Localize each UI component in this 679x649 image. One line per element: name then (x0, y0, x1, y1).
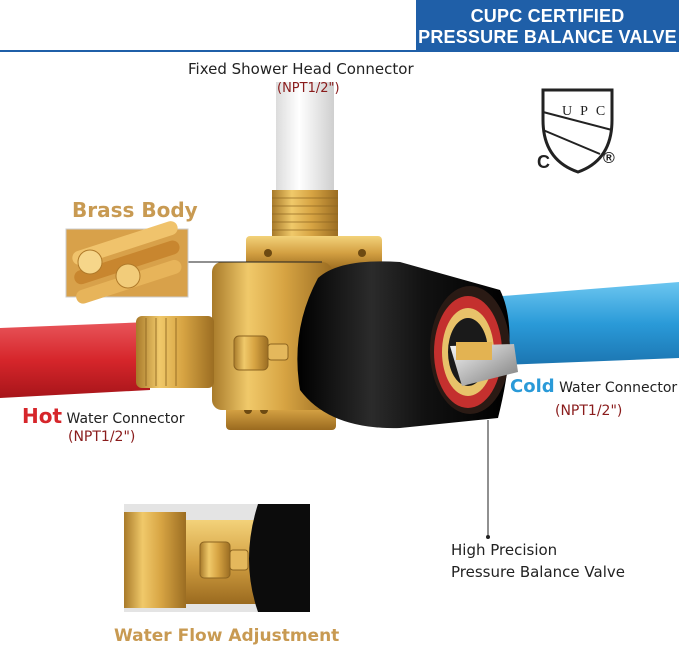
brass-body-title: Brass Body (72, 198, 198, 222)
cold-pipe (478, 282, 679, 366)
cold-word: Cold (510, 376, 555, 397)
hot-connector (136, 316, 214, 388)
banner-underline (0, 50, 679, 52)
hot-connector-label: Hot Water Connector (22, 404, 185, 428)
upc-seal-letters: UPC (562, 104, 614, 119)
shower-head-npt: (NPT1/2") (277, 81, 340, 96)
certification-banner (416, 0, 679, 50)
c-mark: C (537, 152, 550, 172)
hot-word: Hot (22, 404, 63, 428)
upc-shield-icon (541, 88, 614, 174)
cold-npt: (NPT1/2") (555, 403, 623, 419)
cold-rest: Water Connector (559, 380, 678, 396)
shower-pipe (276, 82, 334, 197)
precision-label-line2: Pressure Balance Valve (451, 563, 625, 581)
hot-rest: Water Connector (66, 411, 185, 427)
flow-adjustment-title: Water Flow Adjustment (114, 626, 340, 646)
cold-connector-label: Cold Water Connector (510, 376, 677, 397)
shower-head-label: Fixed Shower Head Connector (188, 60, 414, 78)
banner-line-1: CUPC CERTIFIED (470, 6, 625, 26)
banner-line-2: PRESSURE BALANCE VALVE (418, 27, 677, 47)
hot-npt: (NPT1/2") (68, 429, 136, 445)
registered-mark: ® (603, 150, 615, 167)
precision-label-line1: High Precision (451, 541, 558, 559)
hot-pipe (0, 322, 150, 398)
